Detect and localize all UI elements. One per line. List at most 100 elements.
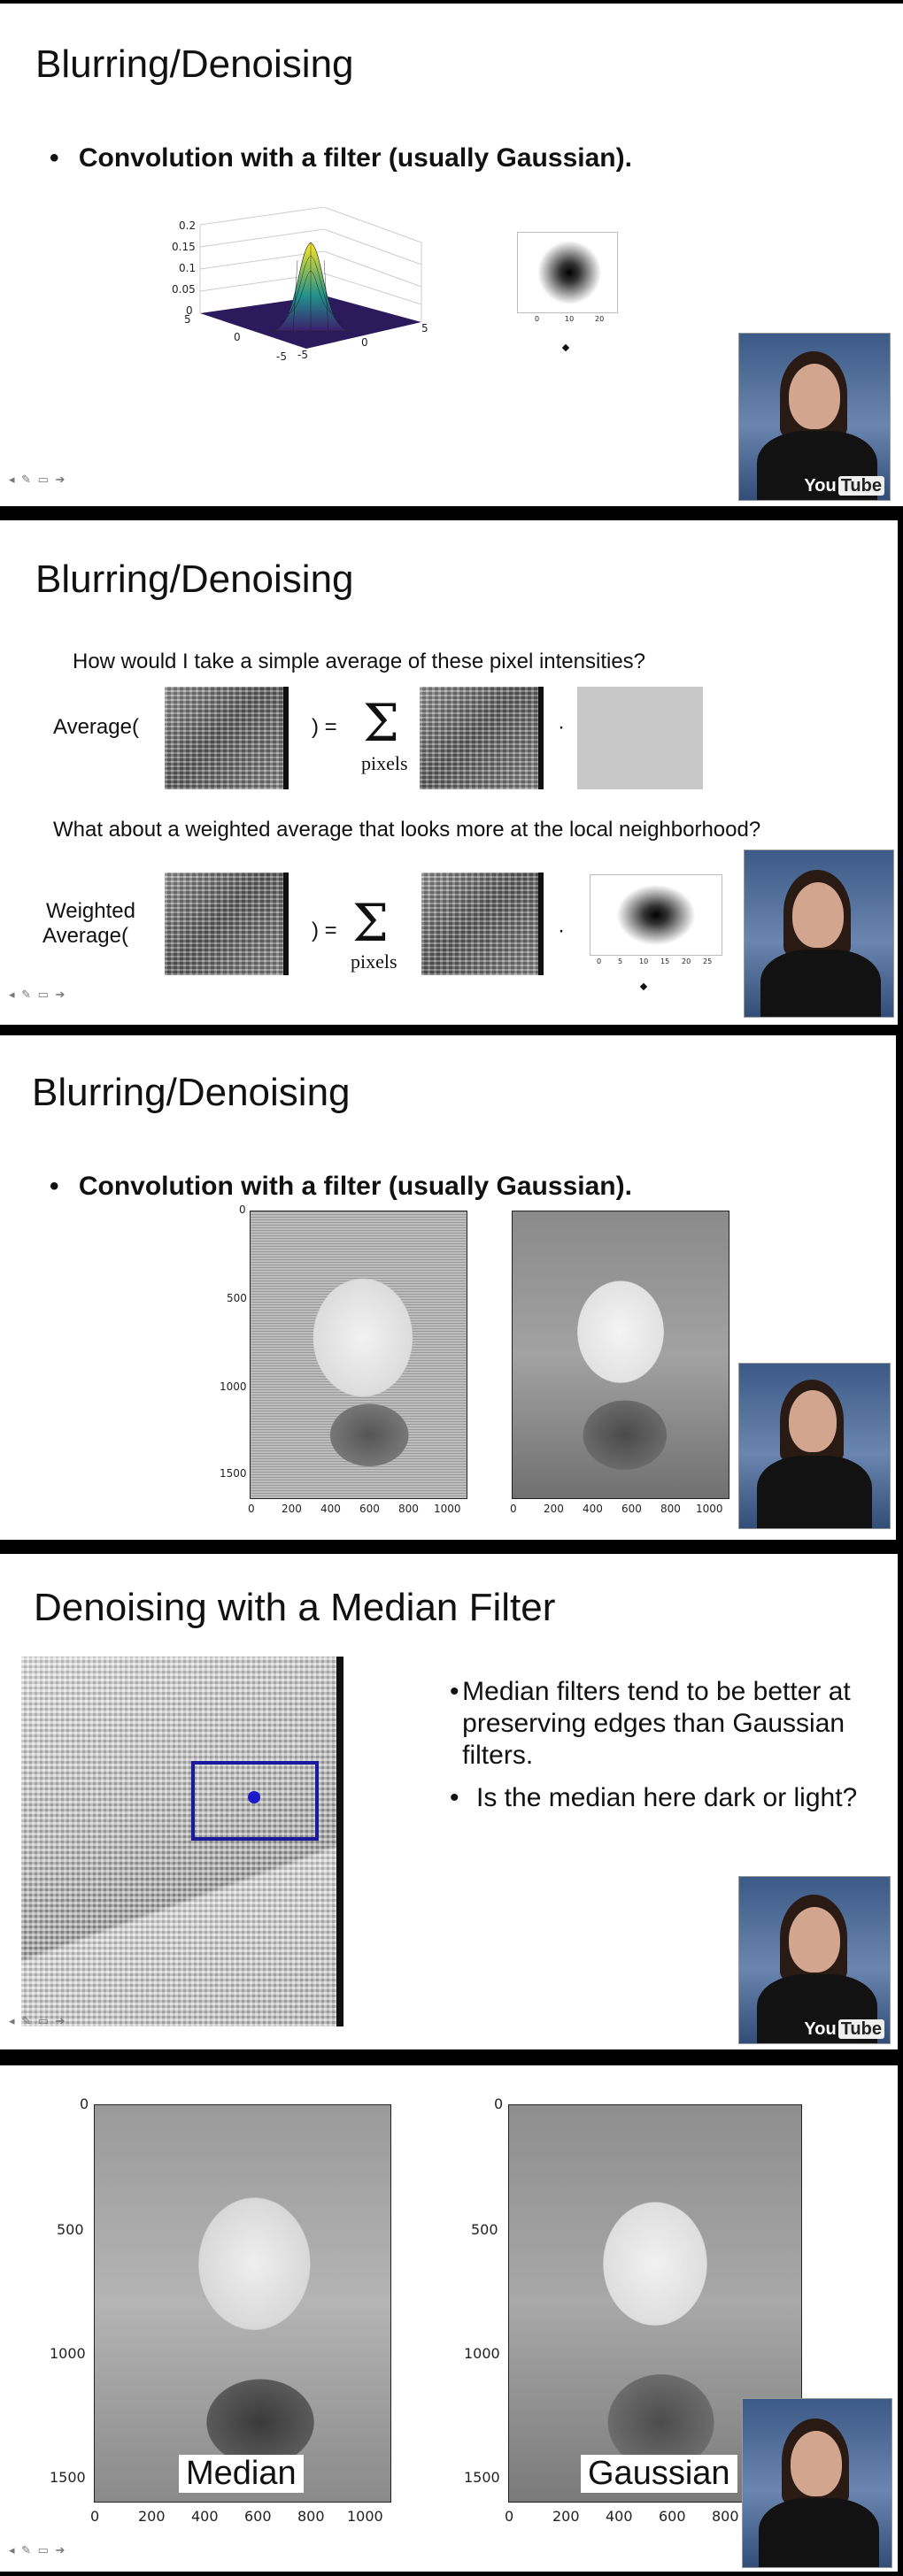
noisy-edge-image: [21, 1657, 343, 2026]
heatmap-tick: 20: [595, 315, 605, 323]
z-tick: 0.2: [179, 219, 197, 232]
x-tick: 1000: [434, 1503, 461, 1515]
presenter-face: [789, 364, 840, 429]
slide-2: Blurring/Denoising How would I take a si…: [0, 520, 898, 1025]
weighted-label-line2: Average(: [42, 924, 128, 948]
x-tick: 200: [282, 1503, 302, 1515]
point-median-question: Is the median here dark or light?: [476, 1783, 858, 1812]
equals-sign: ) =: [312, 715, 337, 739]
slide-4: Denoising with a Median Filter •Median f…: [0, 1554, 898, 2049]
heatmap-tick: 10: [565, 315, 575, 323]
heatmap-tick: 15: [660, 957, 670, 965]
y-tick: 1500: [464, 2469, 500, 2486]
presenter-face: [789, 1390, 837, 1452]
x-tick: 0: [510, 1503, 517, 1515]
uniform-filter-image: [577, 687, 703, 789]
mouse-cursor-icon: [639, 982, 648, 991]
heatmap-tick: 0: [535, 315, 540, 323]
noisy-image-plot: [250, 1211, 467, 1499]
slide-bullet: • Convolution with a filter (usually Gau…: [50, 1172, 632, 1202]
x-tick: 200: [552, 2508, 580, 2525]
weighted-label-line1: Weighted: [46, 899, 135, 923]
x-tick: 0: [90, 2508, 100, 2525]
bullet-icon: •: [450, 1677, 459, 1706]
slide-toolbar[interactable]: ◂ ✎ ▭ ➔: [9, 473, 67, 486]
y-tick: 500: [57, 2221, 84, 2238]
sum-symbol: Σ: [363, 693, 400, 753]
x-tick: 0: [505, 2508, 514, 2525]
pixel-patch-image: [420, 687, 544, 789]
smoothed-image-plot: [512, 1211, 729, 1499]
gaussian-heatmap: [517, 232, 618, 313]
question-simple-average: How would I take a simple average of the…: [73, 650, 646, 673]
equals-sign: ) =: [312, 919, 337, 942]
mouse-cursor-icon: [561, 343, 570, 352]
presenter-body: [759, 2498, 879, 2567]
x-tick: 1000: [347, 2508, 383, 2525]
x-tick: 0: [248, 1503, 255, 1515]
y-tick: 500: [471, 2221, 498, 2238]
heatmap-tick: 5: [618, 957, 623, 965]
heatmap-tick: 0: [597, 957, 602, 965]
slide-1: Blurring/Denoising • Convolution with a …: [0, 4, 903, 506]
sum-symbol: Σ: [352, 893, 390, 953]
slide-toolbar[interactable]: ◂ ✎ ▭ ➔: [9, 2014, 67, 2027]
y-tick: 0: [361, 336, 368, 349]
slide-title: Blurring/Denoising: [35, 42, 354, 86]
bullet-icon: •: [50, 143, 59, 173]
y-tick: 1000: [50, 2345, 86, 2362]
z-tick: 0.15: [172, 241, 196, 253]
presenter-video[interactable]: [742, 2398, 892, 2568]
x-tick: 5: [184, 313, 191, 326]
x-tick: 800: [297, 2508, 325, 2525]
x-tick: 800: [398, 1503, 419, 1515]
gaussian-surface-plot: [199, 207, 422, 349]
slide-toolbar[interactable]: ◂ ✎ ▭ ➔: [9, 988, 67, 1001]
z-tick: 0.05: [172, 283, 196, 296]
x-tick: 400: [583, 1503, 603, 1515]
heatmap-tick: 25: [703, 957, 713, 965]
multiply-dot: ·: [558, 919, 565, 942]
x-tick: 800: [660, 1503, 681, 1515]
heatmap-tick: 10: [639, 957, 649, 965]
pixel-patch-image: [165, 873, 289, 975]
presenter-video[interactable]: [744, 850, 894, 1018]
y-tick: 0: [80, 2095, 89, 2112]
presenter-body: [757, 1456, 872, 1528]
pixels-label: pixels: [351, 950, 397, 973]
slide-title: Denoising with a Median Filter: [34, 1586, 556, 1629]
slide-toolbar[interactable]: ◂ ✎ ▭ ➔: [9, 2543, 67, 2557]
y-tick: -5: [297, 349, 308, 361]
bullet-icon: •: [50, 1172, 59, 1201]
point-median-edges: Median filters tend to be better at pres…: [462, 1677, 851, 1770]
x-tick: -5: [276, 350, 287, 363]
x-tick: 600: [621, 1503, 642, 1515]
x-tick: 1000: [696, 1503, 723, 1515]
pixel-patch-image: [421, 873, 544, 975]
center-pixel-marker: [248, 1791, 260, 1803]
bullet-icon: •: [450, 1783, 459, 1812]
median-window-box: [191, 1761, 319, 1841]
pixel-patch-image: [165, 687, 289, 789]
presenter-video[interactable]: [738, 1363, 891, 1529]
y-tick: 0: [239, 1203, 246, 1216]
gaussian-weight-heatmap: [590, 874, 722, 956]
y-tick: 1500: [50, 2469, 86, 2486]
x-tick: 600: [659, 2508, 686, 2525]
y-tick: 1000: [220, 1380, 247, 1393]
x-tick: 600: [244, 2508, 272, 2525]
average-label: Average(: [53, 715, 139, 739]
slide-title: Blurring/Denoising: [32, 1071, 351, 1114]
x-tick: 600: [359, 1503, 380, 1515]
slide-title: Blurring/Denoising: [35, 557, 354, 601]
y-tick: 0: [494, 2095, 504, 2112]
slide-5: 0 500 1000 1500 0 200 400 600 800 1000 M…: [0, 2065, 898, 2572]
y-tick: 1500: [220, 1467, 247, 1480]
z-tick: 0.1: [179, 262, 197, 274]
point-list: •Median filters tend to be better at pre…: [450, 1676, 866, 1814]
median-filtered-plot: [94, 2104, 391, 2503]
